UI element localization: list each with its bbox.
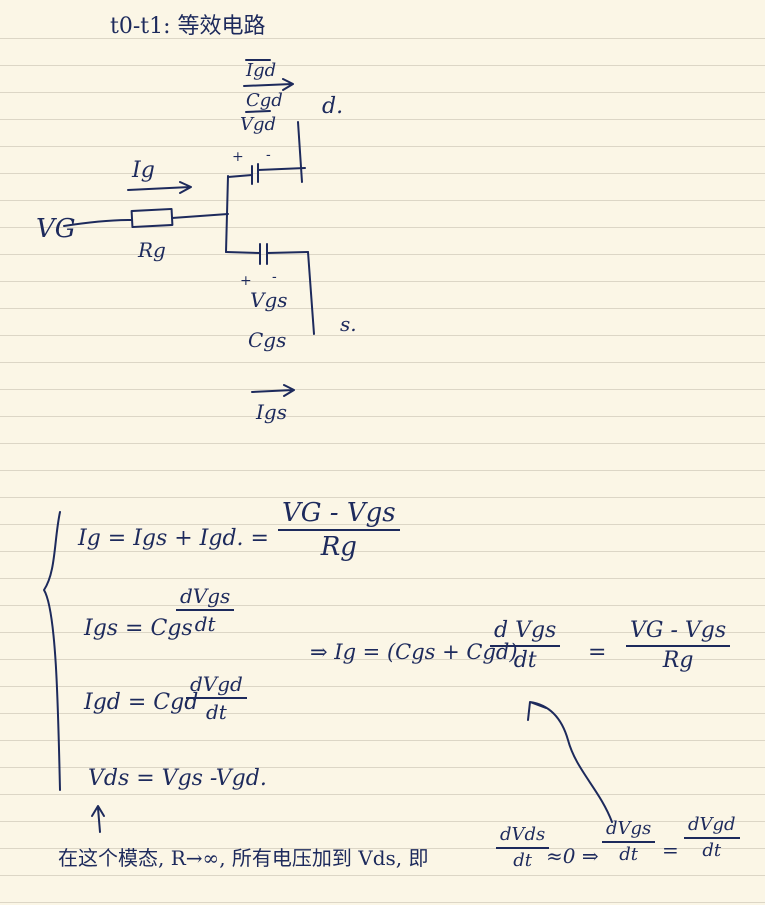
igs-arrow-icon: [251, 384, 295, 397]
result-rhs-numerator: VG - Vgs: [630, 618, 727, 643]
eq1-numerator: VG - Vgs: [282, 498, 396, 528]
cgs-source-wire: [266, 251, 309, 254]
note-equals: =: [662, 838, 679, 862]
eq1-denominator: Rg: [320, 532, 357, 562]
resistor-label: Rg: [138, 238, 166, 262]
note-frac1-numerator: dVds: [500, 824, 546, 845]
result-equals: =: [588, 640, 607, 665]
note-frac2-numerator: dVgs: [606, 818, 652, 839]
eq3-lhs: Igd = Cgd: [84, 690, 199, 715]
eq3-numerator: dVgd: [190, 672, 243, 696]
gate-wire: [171, 213, 229, 219]
input-wire: [63, 219, 133, 227]
eq2-lhs: Igs = Cgs: [84, 616, 193, 641]
eq4: Vds = Vgs -Vgd.: [88, 766, 267, 791]
fraction-bar: [626, 645, 731, 647]
note-fraction-3: dVgd dt: [684, 816, 740, 860]
fraction-bar: [490, 645, 561, 647]
fraction-bar: [496, 847, 550, 849]
cgd-plus-sign: +: [232, 149, 244, 165]
gd-branch-wire: [227, 174, 253, 178]
fraction-bar: [602, 841, 656, 843]
source-voltage-label: VG: [36, 214, 76, 244]
result-numerator: d Vgs: [494, 618, 557, 643]
cgd-underline: [245, 110, 271, 113]
gate-current-label: Ig: [132, 158, 155, 183]
vds-up-arrow-icon: [91, 805, 105, 833]
gd-cap-label: Cgd: [246, 90, 283, 111]
note-frac1-denominator: dt: [513, 850, 533, 871]
pointer-curve-arrow-icon: [527, 701, 613, 823]
result-fraction: d Vgs dt: [490, 618, 561, 673]
source-terminal: [307, 251, 315, 335]
fraction-bar: [684, 837, 740, 839]
gs-voltage-label: Vgs: [250, 288, 288, 312]
eq3-fraction: dVgd dt: [186, 674, 247, 722]
note-frac3-numerator: dVgd: [688, 814, 736, 835]
source-node-label: s.: [340, 312, 357, 336]
cgd-drain-wire: [257, 167, 306, 171]
gd-voltage-label: Vgd: [240, 114, 277, 135]
eq2-denominator: dt: [194, 612, 216, 636]
drain-terminal: [297, 121, 303, 183]
page-title: t0-t1: 等效电路: [110, 14, 266, 39]
note-frac3-denominator: dt: [702, 840, 722, 861]
igd-arrow-icon: [243, 78, 294, 91]
fraction-bar: [176, 609, 235, 611]
note-fraction-2: dVgs dt: [602, 818, 656, 865]
fraction-bar: [186, 697, 247, 699]
gate-resistor: [130, 207, 174, 229]
eq2-fraction: dVgs dt: [176, 584, 235, 636]
note-frac2-denominator: dt: [619, 844, 639, 865]
note-fraction-1: dVds dt: [496, 824, 550, 871]
cgd-minus-sign: -: [266, 147, 271, 163]
ig-arrow-icon: [127, 181, 192, 194]
eq1-fraction: VG - Vgs Rg: [278, 500, 400, 560]
result-denominator: dt: [513, 648, 537, 673]
cgs-minus-sign: -: [272, 269, 277, 285]
note-text: 在这个模态, R→∞, 所有电压加到 Vds, 即: [58, 846, 429, 870]
gs-current-label: Igs: [256, 400, 287, 424]
eq2-numerator: dVgs: [180, 584, 231, 608]
drain-label: d.: [322, 94, 344, 119]
cgs-plus-sign: +: [240, 273, 252, 289]
note-mid: ≈0 ⇒: [546, 844, 599, 868]
fraction-bar: [278, 529, 400, 531]
result-rhs-denominator: Rg: [662, 648, 694, 673]
result-rhs-fraction: VG - Vgs Rg: [626, 618, 731, 673]
eq3-denominator: dt: [206, 700, 227, 724]
gd-current-label: Igd: [246, 60, 277, 81]
eq1-lhs: Ig = Igs + Igd. =: [78, 526, 269, 551]
gate-bus: [225, 175, 229, 253]
gs-cap-label: Cgs: [248, 328, 287, 352]
result-lhs: ⇒ Ig = (Cgs + Cgd): [310, 640, 518, 664]
equation-brace: [43, 511, 61, 791]
gs-branch-wire: [225, 251, 261, 254]
